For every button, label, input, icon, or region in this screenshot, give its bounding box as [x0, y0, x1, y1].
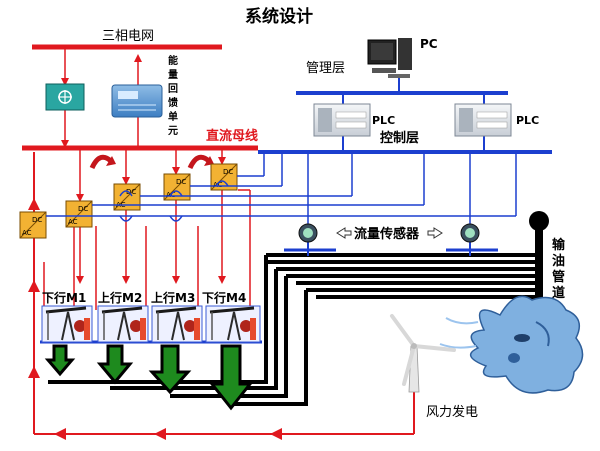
- plc-icon-1: [313, 103, 371, 137]
- svg-text:馈: 馈: [167, 96, 178, 109]
- pipeline-label: 输 油 管 道: [552, 237, 566, 301]
- flow-sensor-label: 流量传感器: [354, 226, 420, 242]
- regen-unit-icon: [111, 84, 163, 118]
- svg-text:AC: AC: [68, 218, 78, 226]
- svg-text:DC: DC: [126, 188, 136, 196]
- pumpjack-icon-4: [205, 305, 261, 343]
- svg-text:DC: DC: [176, 178, 186, 186]
- svg-text:管: 管: [552, 269, 565, 285]
- wind-face-icon: [439, 295, 584, 394]
- plc-label-2: PLC: [516, 114, 539, 127]
- svg-text:油: 油: [552, 253, 565, 269]
- svg-text:输: 输: [552, 237, 566, 253]
- oil-pipeline: [48, 211, 549, 406]
- regen-arrow-right: [187, 154, 214, 170]
- flow-sensor-icon-2: [460, 223, 480, 243]
- plc-icon-2: [454, 103, 512, 137]
- svg-text:AC: AC: [213, 181, 223, 189]
- converter-3: DC AC: [113, 183, 141, 211]
- well-label-1: 下行M1: [42, 290, 86, 305]
- well-label-3: 上行M3: [151, 290, 195, 305]
- control-network: [40, 78, 552, 344]
- pumpjack-icon-1: [41, 305, 93, 343]
- wind-power-label: 风力发电: [426, 404, 478, 420]
- flow-sensor-arrows: [336, 227, 443, 239]
- pumpjack-icon-2: [97, 305, 149, 343]
- pc-icon: [367, 38, 412, 78]
- pumpjack-icon-3: [151, 305, 203, 343]
- oil-output-arrow-4: [208, 344, 254, 411]
- svg-text:量: 量: [168, 68, 178, 81]
- svg-text:单: 单: [168, 110, 178, 123]
- svg-text:能: 能: [168, 54, 178, 67]
- wind-turbine-icon: [390, 314, 456, 393]
- control-layer-label: 控制层: [380, 130, 419, 146]
- power-network: [22, 44, 415, 440]
- pc-label: PC: [420, 37, 438, 51]
- line-crossings: [119, 180, 229, 222]
- svg-text:AC: AC: [22, 229, 32, 237]
- oil-output-arrow-1: [44, 344, 76, 377]
- dc-bus-label: 直流母线: [206, 128, 258, 144]
- well-label-2: 上行M2: [98, 290, 142, 305]
- diagram-title: 系统设计: [245, 6, 313, 27]
- regen-arrow-left: [89, 154, 116, 170]
- converter-2: DC AC: [65, 200, 93, 228]
- grid-label: 三相电网: [102, 29, 154, 44]
- management-layer-label: 管理层: [306, 61, 345, 76]
- svg-text:元: 元: [168, 125, 178, 137]
- oil-output-arrow-2: [96, 344, 134, 385]
- svg-text:DC: DC: [32, 216, 42, 224]
- converter-1: DC AC: [19, 211, 47, 239]
- svg-text:回: 回: [168, 83, 178, 95]
- well-label-4: 下行M4: [202, 290, 246, 305]
- svg-text:DC: DC: [223, 168, 233, 176]
- svg-text:道: 道: [552, 285, 565, 301]
- plc-label-1: PLC: [372, 114, 395, 127]
- transformer-icon: [45, 83, 85, 111]
- regen-unit-label: 能 量 回 馈 单 元: [167, 54, 178, 137]
- svg-text:DC: DC: [78, 205, 88, 213]
- flow-sensor-icon-1: [298, 223, 318, 243]
- oil-output-arrow-3: [148, 344, 192, 395]
